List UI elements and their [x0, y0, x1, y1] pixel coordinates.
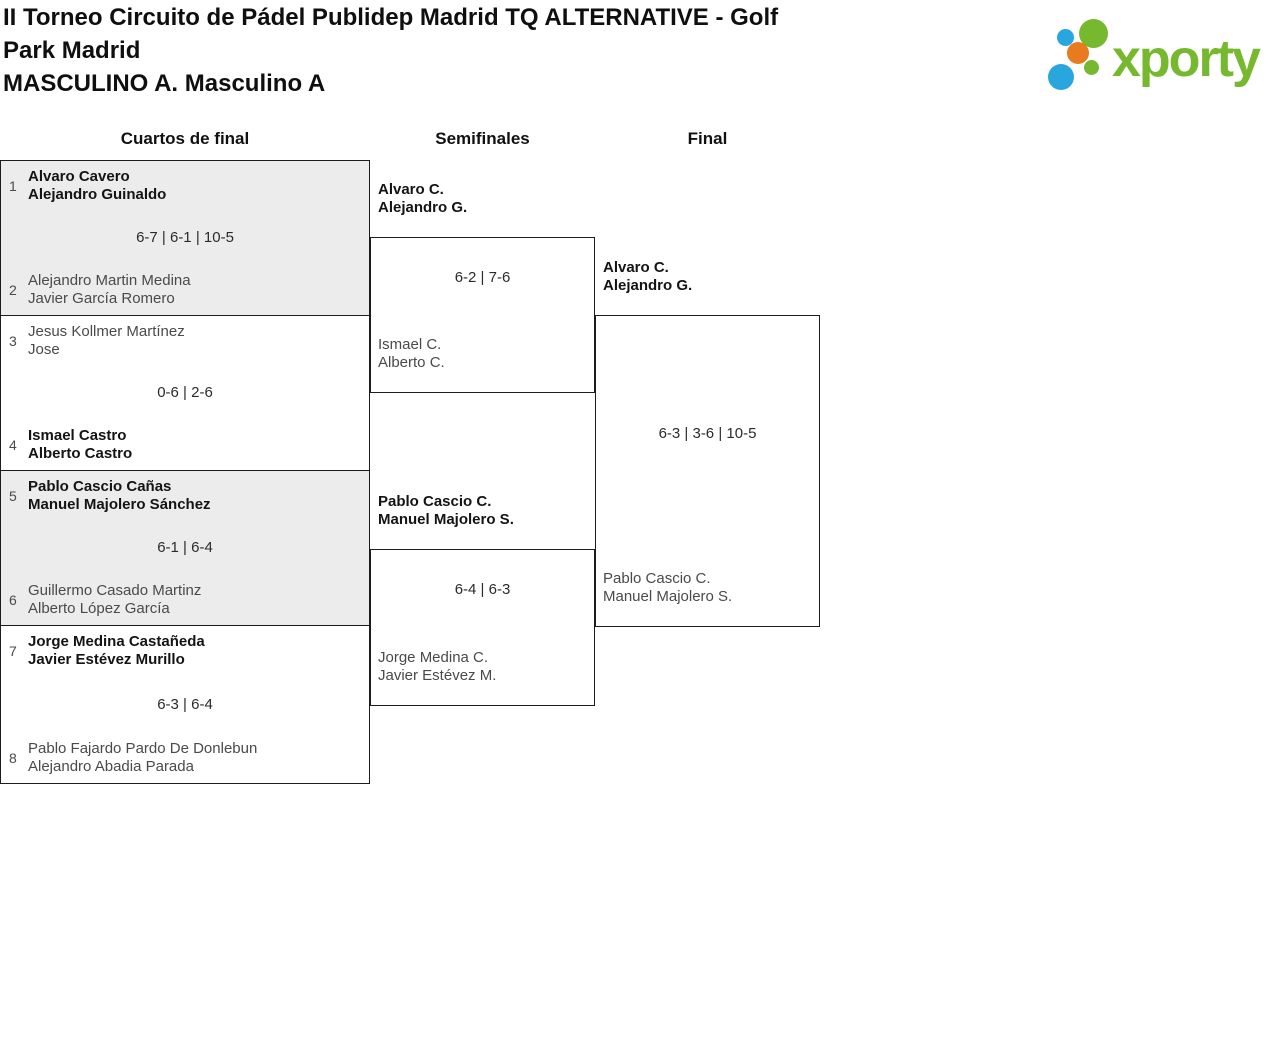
seed-number: 5 [9, 488, 17, 504]
player-name: Pablo Cascio C. [378, 493, 492, 510]
team-row: 5 Pablo Cascio Cañas Manuel Majolero Sán… [9, 478, 361, 514]
page-header: II Torneo Circuito de Pádel Publidep Mad… [3, 1, 823, 100]
player-name: Alejandro Guinaldo [28, 186, 167, 203]
logo-dot-green-small-icon [1084, 60, 1099, 75]
team-pair: Alvaro Cavero Alejandro Guinaldo [28, 168, 166, 204]
match-score: 6-4 | 6-3 [454, 581, 511, 598]
seed-number: 7 [9, 643, 17, 659]
team-row: 3 Jesus Kollmer Martínez Jose [9, 323, 361, 359]
player-name: Jose [28, 341, 60, 358]
team-pair: Alejandro Martin Medina Javier García Ro… [28, 272, 191, 308]
player-name: Alberto C. [378, 354, 445, 371]
team-row: 1 Alvaro Cavero Alejandro Guinaldo [9, 168, 361, 204]
match-sf-1: Alvaro C. Alejandro G. 6-2 | 7-6 Ismael … [370, 181, 595, 393]
seed-number: 4 [9, 437, 17, 453]
match-qf-2: 3 Jesus Kollmer Martínez Jose 0-6 | 2-6 … [0, 315, 370, 471]
seed-number: 3 [9, 333, 17, 349]
match-score: 6-3 | 3-6 | 10-5 [658, 425, 757, 442]
match-qf-4: 7 Jorge Medina Castañeda Javier Estévez … [0, 625, 370, 784]
match-score: 6-1 | 6-4 [157, 539, 213, 556]
player-name: Guillermo Casado Martinz [28, 582, 202, 599]
match-qf-3: 5 Pablo Cascio Cañas Manuel Majolero Sán… [0, 470, 370, 626]
team-row: 4 Ismael Castro Alberto Castro [9, 427, 361, 463]
player-name: Jorge Medina C. [378, 649, 489, 666]
team-pair: Ismael Castro Alberto Castro [28, 427, 132, 463]
seed-number: 1 [9, 178, 17, 194]
player-name: Javier Estévez M. [378, 667, 497, 684]
xporty-logo-text: xporty [1112, 30, 1261, 88]
team-pair: Jorge Medina C. Javier Estévez M. [378, 649, 496, 685]
match-score: 6-2 | 7-6 [454, 269, 511, 286]
player-name: Ismael C. [378, 336, 442, 353]
page-title: II Torneo Circuito de Pádel Publidep Mad… [3, 4, 779, 64]
player-name: Javier García Romero [28, 290, 175, 307]
category-subtitle: MASCULINO A. Masculino A [3, 70, 326, 97]
team-pair: Alvaro C. Alejandro G. [378, 181, 467, 217]
team-row: 6 Guillermo Casado Martinz Alberto López… [9, 582, 361, 618]
team-pair: Pablo Cascio Cañas Manuel Majolero Sánch… [28, 478, 211, 514]
player-name: Alberto López García [28, 600, 170, 617]
round-header-final: Final [687, 129, 728, 148]
player-name: Manuel Majolero S. [378, 511, 514, 528]
player-name: Manuel Majolero S. [603, 588, 733, 605]
player-name: Ismael Castro [28, 427, 127, 444]
match-score: 0-6 | 2-6 [157, 384, 213, 401]
match-qf-1: 1 Alvaro Cavero Alejandro Guinaldo 6-7 |… [0, 160, 370, 316]
player-name: Javier Estévez Murillo [28, 651, 185, 668]
team-pair: Guillermo Casado Martinz Alberto López G… [28, 582, 201, 618]
player-name: Alvaro C. [603, 259, 669, 276]
logo-dot-orange-icon [1067, 42, 1089, 64]
team-row: 7 Jorge Medina Castañeda Javier Estévez … [9, 633, 361, 669]
team-pair: Jorge Medina Castañeda Javier Estévez Mu… [28, 633, 205, 669]
logo-dot-blue-small-icon [1057, 29, 1074, 46]
player-name: Pablo Cascio C. [603, 570, 711, 587]
player-name: Manuel Majolero Sánchez [28, 496, 211, 513]
round-header-semifinales: Semifinales [435, 129, 530, 148]
player-name: Alejandro G. [603, 277, 693, 294]
logo-dot-green-large-icon [1079, 19, 1108, 48]
logo-dot-blue-large-icon [1048, 64, 1074, 90]
team-pair: Pablo Cascio C. Manuel Majolero S. [603, 570, 732, 606]
match-final: Alvaro C. Alejandro G. 6-3 | 3-6 | 10-5 … [595, 259, 820, 627]
player-name: Alejandro Abadia Parada [28, 758, 194, 775]
round-header-cuartos: Cuartos de final [120, 129, 250, 148]
player-name: Alberto Castro [28, 445, 133, 462]
seed-number: 6 [9, 592, 17, 608]
player-name: Alejandro G. [378, 199, 468, 216]
team-pair: Alvaro C. Alejandro G. [603, 259, 692, 295]
player-name: Alvaro Cavero [28, 168, 130, 185]
team-pair: Ismael C. Alberto C. [378, 336, 445, 372]
match-score: 6-7 | 6-1 | 10-5 [136, 229, 234, 246]
team-pair: Pablo Fajardo Pardo De Donlebun Alejandr… [28, 740, 257, 776]
player-name: Pablo Fajardo Pardo De Donlebun [28, 740, 258, 757]
player-name: Alejandro Martin Medina [28, 272, 191, 289]
team-row: 2 Alejandro Martin Medina Javier García … [9, 272, 361, 308]
team-pair: Pablo Cascio C. Manuel Majolero S. [378, 493, 514, 529]
match-score: 6-3 | 6-4 [157, 695, 213, 713]
seed-number: 2 [9, 282, 17, 298]
team-pair: Jesus Kollmer Martínez Jose [28, 323, 185, 359]
player-name: Alvaro C. [378, 181, 444, 198]
player-name: Jesus Kollmer Martínez [28, 323, 185, 340]
seed-number: 8 [9, 750, 17, 766]
player-name: Pablo Cascio Cañas [28, 478, 172, 495]
team-row: 8 Pablo Fajardo Pardo De Donlebun Alejan… [9, 740, 361, 776]
player-name: Jorge Medina Castañeda [28, 633, 205, 650]
match-sf-2: Pablo Cascio C. Manuel Majolero S. 6-4 |… [370, 493, 595, 706]
